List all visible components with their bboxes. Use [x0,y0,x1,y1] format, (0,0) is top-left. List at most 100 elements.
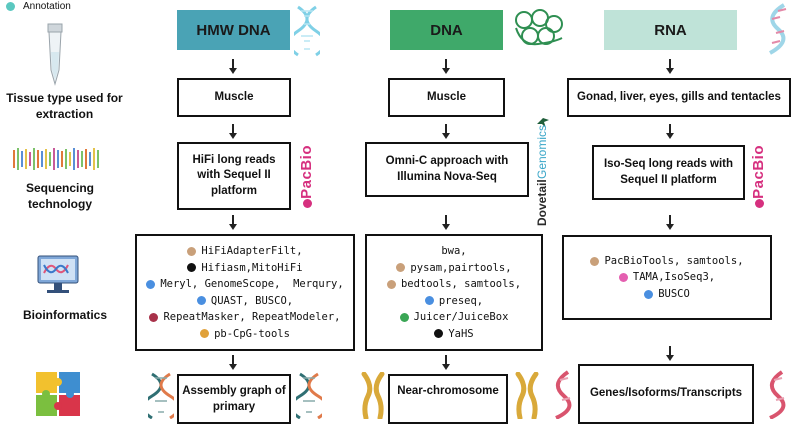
tool-category-dot [386,279,396,289]
tool-text: bedtools, samtools, [400,278,522,290]
tool-text: PacBioTools, samtools, [604,254,744,267]
tool-line: QUAST, BUSCO, [196,293,294,310]
tool-category-dot [434,329,444,339]
hmw-dna-header-text: HMW DNA [196,21,271,39]
tool-text: Juicer/JuiceBox [413,311,509,323]
tool-line: Meryl, GenomeScope, Merqury, [146,276,344,293]
tool-text: YaHS [448,327,474,340]
arrow-rna-4 [665,346,675,362]
dovetail-logo-text: Dovetail [535,179,549,226]
rna-strand-icon [769,3,787,55]
rna-sequencing-text: Iso-Seq long reads with Sequel II platfo… [603,157,734,186]
rna-tools-box: PacBioTools, samtools, TAMA,IsoSeq3,BUSCO [562,235,772,320]
tool-category-dot [618,273,628,282]
rna-output-text: Genes/Isoforms/Transcripts [589,387,743,400]
legend: Annotation [6,1,71,12]
tool-category-dot [590,256,600,266]
tool-text: Meryl, GenomeScope, Merqury, [160,278,344,290]
dna-helix-icon-right [296,372,322,419]
hmw-output-box: Assembly graph of primary [177,374,291,424]
hmw-output-text: Assembly graph of primary [182,385,286,413]
tool-line: Hifiasm,MitoHiFi [187,260,303,277]
tool-category-dot [399,312,409,322]
dna-tissue-box: Muscle [388,78,505,117]
pacbio-logo-rna: PacBio [750,145,767,199]
arrow-rna-1 [665,59,675,75]
tool-text: preseq, [438,294,484,307]
dovetail-logo-genomics: Genomics [535,125,549,180]
pacbio-logo-hmw: PacBio [298,145,315,199]
dna-tools-box: bwa, pysam,pairtools, bedtools, samtools, p… [365,234,543,351]
dovetail-bird-icon [537,118,549,128]
arrow-rna-2 [665,124,675,140]
tool-line: RepeatMasker, RepeatModeler, [149,309,341,326]
rna-tissue-text: Gonad, liver, eyes, gills and tentacles [577,90,781,103]
rna-strand-icon-right [769,370,786,419]
tool-category-dot [187,246,197,256]
arrow-dna-4 [441,355,451,371]
arrow-hmw-4 [228,355,238,371]
dna-header-text: DNA [430,21,463,39]
arrow-dna-3 [441,215,451,231]
chromatin-icon [515,9,563,46]
tool-text: bwa, [441,245,467,257]
tool-line: preseq, [424,293,484,310]
tool-category-dot [424,296,434,306]
tool-text: HiFiAdapterFilt, [201,245,303,257]
tool-category-dot [200,329,210,339]
dna-tissue-text: Muscle [427,90,466,103]
dna-sequencing-text: Omni-C approach with Illumina Nova-Seq [385,154,509,183]
tool-text: pb-CpG-tools [214,327,290,340]
hmw-sequencing-text: HiFi long reads with Sequel II platform [192,153,276,197]
rna-output-box: Genes/Isoforms/Transcripts [578,364,754,424]
tool-line: YaHS [434,326,474,343]
tool-category-dot [196,296,206,306]
arrow-dna-2 [441,124,451,140]
rna-strand-icon-left [555,370,572,419]
tool-category-dot [396,263,406,273]
arrow-hmw-3 [228,215,238,231]
tool-line: Juicer/JuiceBox [399,309,509,326]
dna-output-box: Near-chromosome [388,374,508,424]
tool-line: BUSCO [644,286,690,303]
dna-sequencing-box: Omni-C approach with Illumina Nova-Seq [365,142,529,197]
dna-helix-icon [294,5,320,57]
puzzle-icon [36,372,80,416]
hmw-tissue-box: Muscle [177,78,291,117]
tool-category-dot [644,289,654,299]
rna-sequencing-box: Iso-Seq long reads with Sequel II platfo… [592,145,745,200]
rna-tissue-box: Gonad, liver, eyes, gills and tentacles [567,78,791,117]
dna-output-text: Near-chromosome [397,385,499,397]
tool-category-dot [146,279,156,289]
tool-text: pysam,pairtools, [410,261,512,274]
computer-dna-icon [37,255,79,293]
tool-line: bwa, [441,243,466,260]
hmw-dna-header: HMW DNA [177,10,290,50]
chromosome-icon-left [361,372,385,419]
tool-line: PacBioTools, samtools, [590,253,744,270]
dna-header: DNA [390,10,503,50]
tissue-label: Tissue type used for extraction [6,91,123,122]
tool-text: BUSCO [658,287,690,300]
tube-icon [47,23,63,86]
rna-header-text: RNA [654,21,687,39]
annotation-legend-label: Annotation [23,1,71,12]
arrow-dna-1 [441,59,451,75]
tool-line: pb-CpG-tools [200,326,290,343]
pacbio-logo-rna-dot [755,199,764,208]
arrow-hmw-1 [228,59,238,75]
tool-category-dot [187,263,197,273]
tool-line: bedtools, samtools, [386,276,522,293]
hmw-tissue-text: Muscle [214,90,254,103]
tool-text: RepeatMasker, RepeatModeler, [163,311,341,323]
tool-text: QUAST, BUSCO, [210,294,294,307]
arrow-rna-3 [665,215,675,231]
hmw-sequencing-box: HiFi long reads with Sequel II platform [177,142,291,210]
sequence-reads-icon [13,148,99,170]
sequencing-label: Sequencing technology [25,181,94,212]
pacbio-logo-hmw-dot [303,199,312,208]
bioinformatics-label: Bioinformatics [22,308,107,322]
tool-line: TAMA,IsoSeq3, [618,269,715,286]
